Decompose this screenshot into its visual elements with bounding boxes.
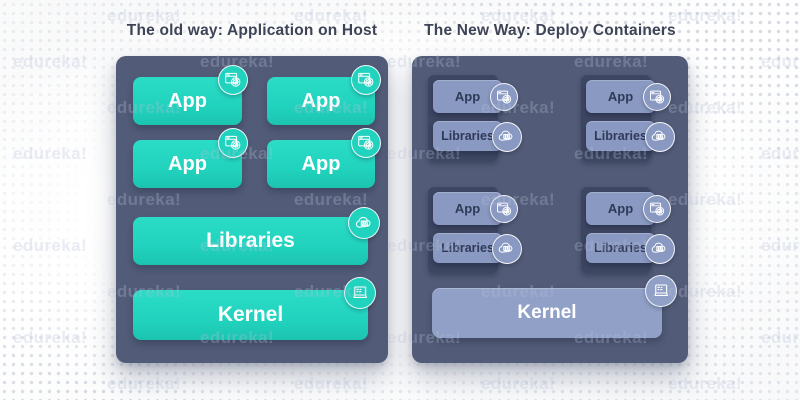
- app-window-gear-icon: [643, 83, 671, 111]
- container-libraries-box: Libraries: [586, 233, 675, 264]
- app-window-gear-icon: [351, 65, 381, 95]
- container-app-box: App: [433, 192, 518, 225]
- app-label: App: [454, 89, 481, 104]
- app-label: App: [301, 152, 341, 175]
- container-group: App Libraries: [428, 187, 522, 273]
- kernel-label: Kernel: [217, 303, 284, 326]
- app-window-gear-icon: [490, 83, 518, 111]
- cloud-books-icon: [645, 234, 675, 264]
- kernel-box: Kernel: [133, 277, 376, 340]
- libraries-label: Libraries: [441, 129, 494, 143]
- app-label: App: [301, 89, 341, 112]
- app-label: App: [607, 89, 634, 104]
- app-box: App: [267, 65, 381, 125]
- libraries-label: Libraries: [441, 241, 494, 255]
- container-app-box: App: [586, 192, 671, 225]
- container-app-box: App: [433, 80, 518, 113]
- container-group: App Libraries: [581, 187, 675, 273]
- app-box: App: [267, 128, 381, 188]
- containers-panel: App Libraries App Libraries Ap: [412, 56, 688, 363]
- left-diagram-title: The old way: Application on Host: [126, 22, 378, 39]
- kernel-box: Kernel: [432, 275, 677, 338]
- container-libraries-box: Libraries: [433, 233, 522, 264]
- libraries-label: Libraries: [594, 241, 647, 255]
- app-box: App: [133, 65, 248, 125]
- app-label: App: [168, 152, 207, 175]
- app-window-gear-icon: [218, 128, 248, 158]
- laptop-icon: [645, 275, 677, 307]
- libraries-label: Libraries: [594, 129, 647, 143]
- app-box: App: [133, 128, 248, 188]
- app-label: App: [168, 89, 207, 112]
- container-libraries-box: Libraries: [433, 121, 522, 152]
- app-window-gear-icon: [351, 128, 381, 158]
- app-window-gear-icon: [643, 195, 671, 223]
- host-panel: App App App App Libraries Kernel: [116, 56, 388, 363]
- app-label: App: [454, 201, 481, 216]
- app-window-gear-icon: [218, 65, 248, 95]
- container-libraries-box: Libraries: [586, 121, 675, 152]
- cloud-books-icon: [492, 122, 522, 152]
- right-diagram-title: The New Way: Deploy Containers: [424, 22, 676, 39]
- libraries-box: Libraries: [133, 207, 380, 265]
- container-group: App Libraries: [428, 75, 522, 161]
- libraries-label: Libraries: [206, 229, 295, 252]
- kernel-label: Kernel: [517, 302, 577, 323]
- app-window-gear-icon: [490, 195, 518, 223]
- app-label: App: [607, 201, 634, 216]
- cloud-books-icon: [492, 234, 522, 264]
- container-group: App Libraries: [581, 75, 675, 161]
- cloud-books-icon: [645, 122, 675, 152]
- cloud-books-icon: [348, 207, 380, 239]
- laptop-icon: [344, 277, 376, 309]
- container-app-box: App: [586, 80, 671, 113]
